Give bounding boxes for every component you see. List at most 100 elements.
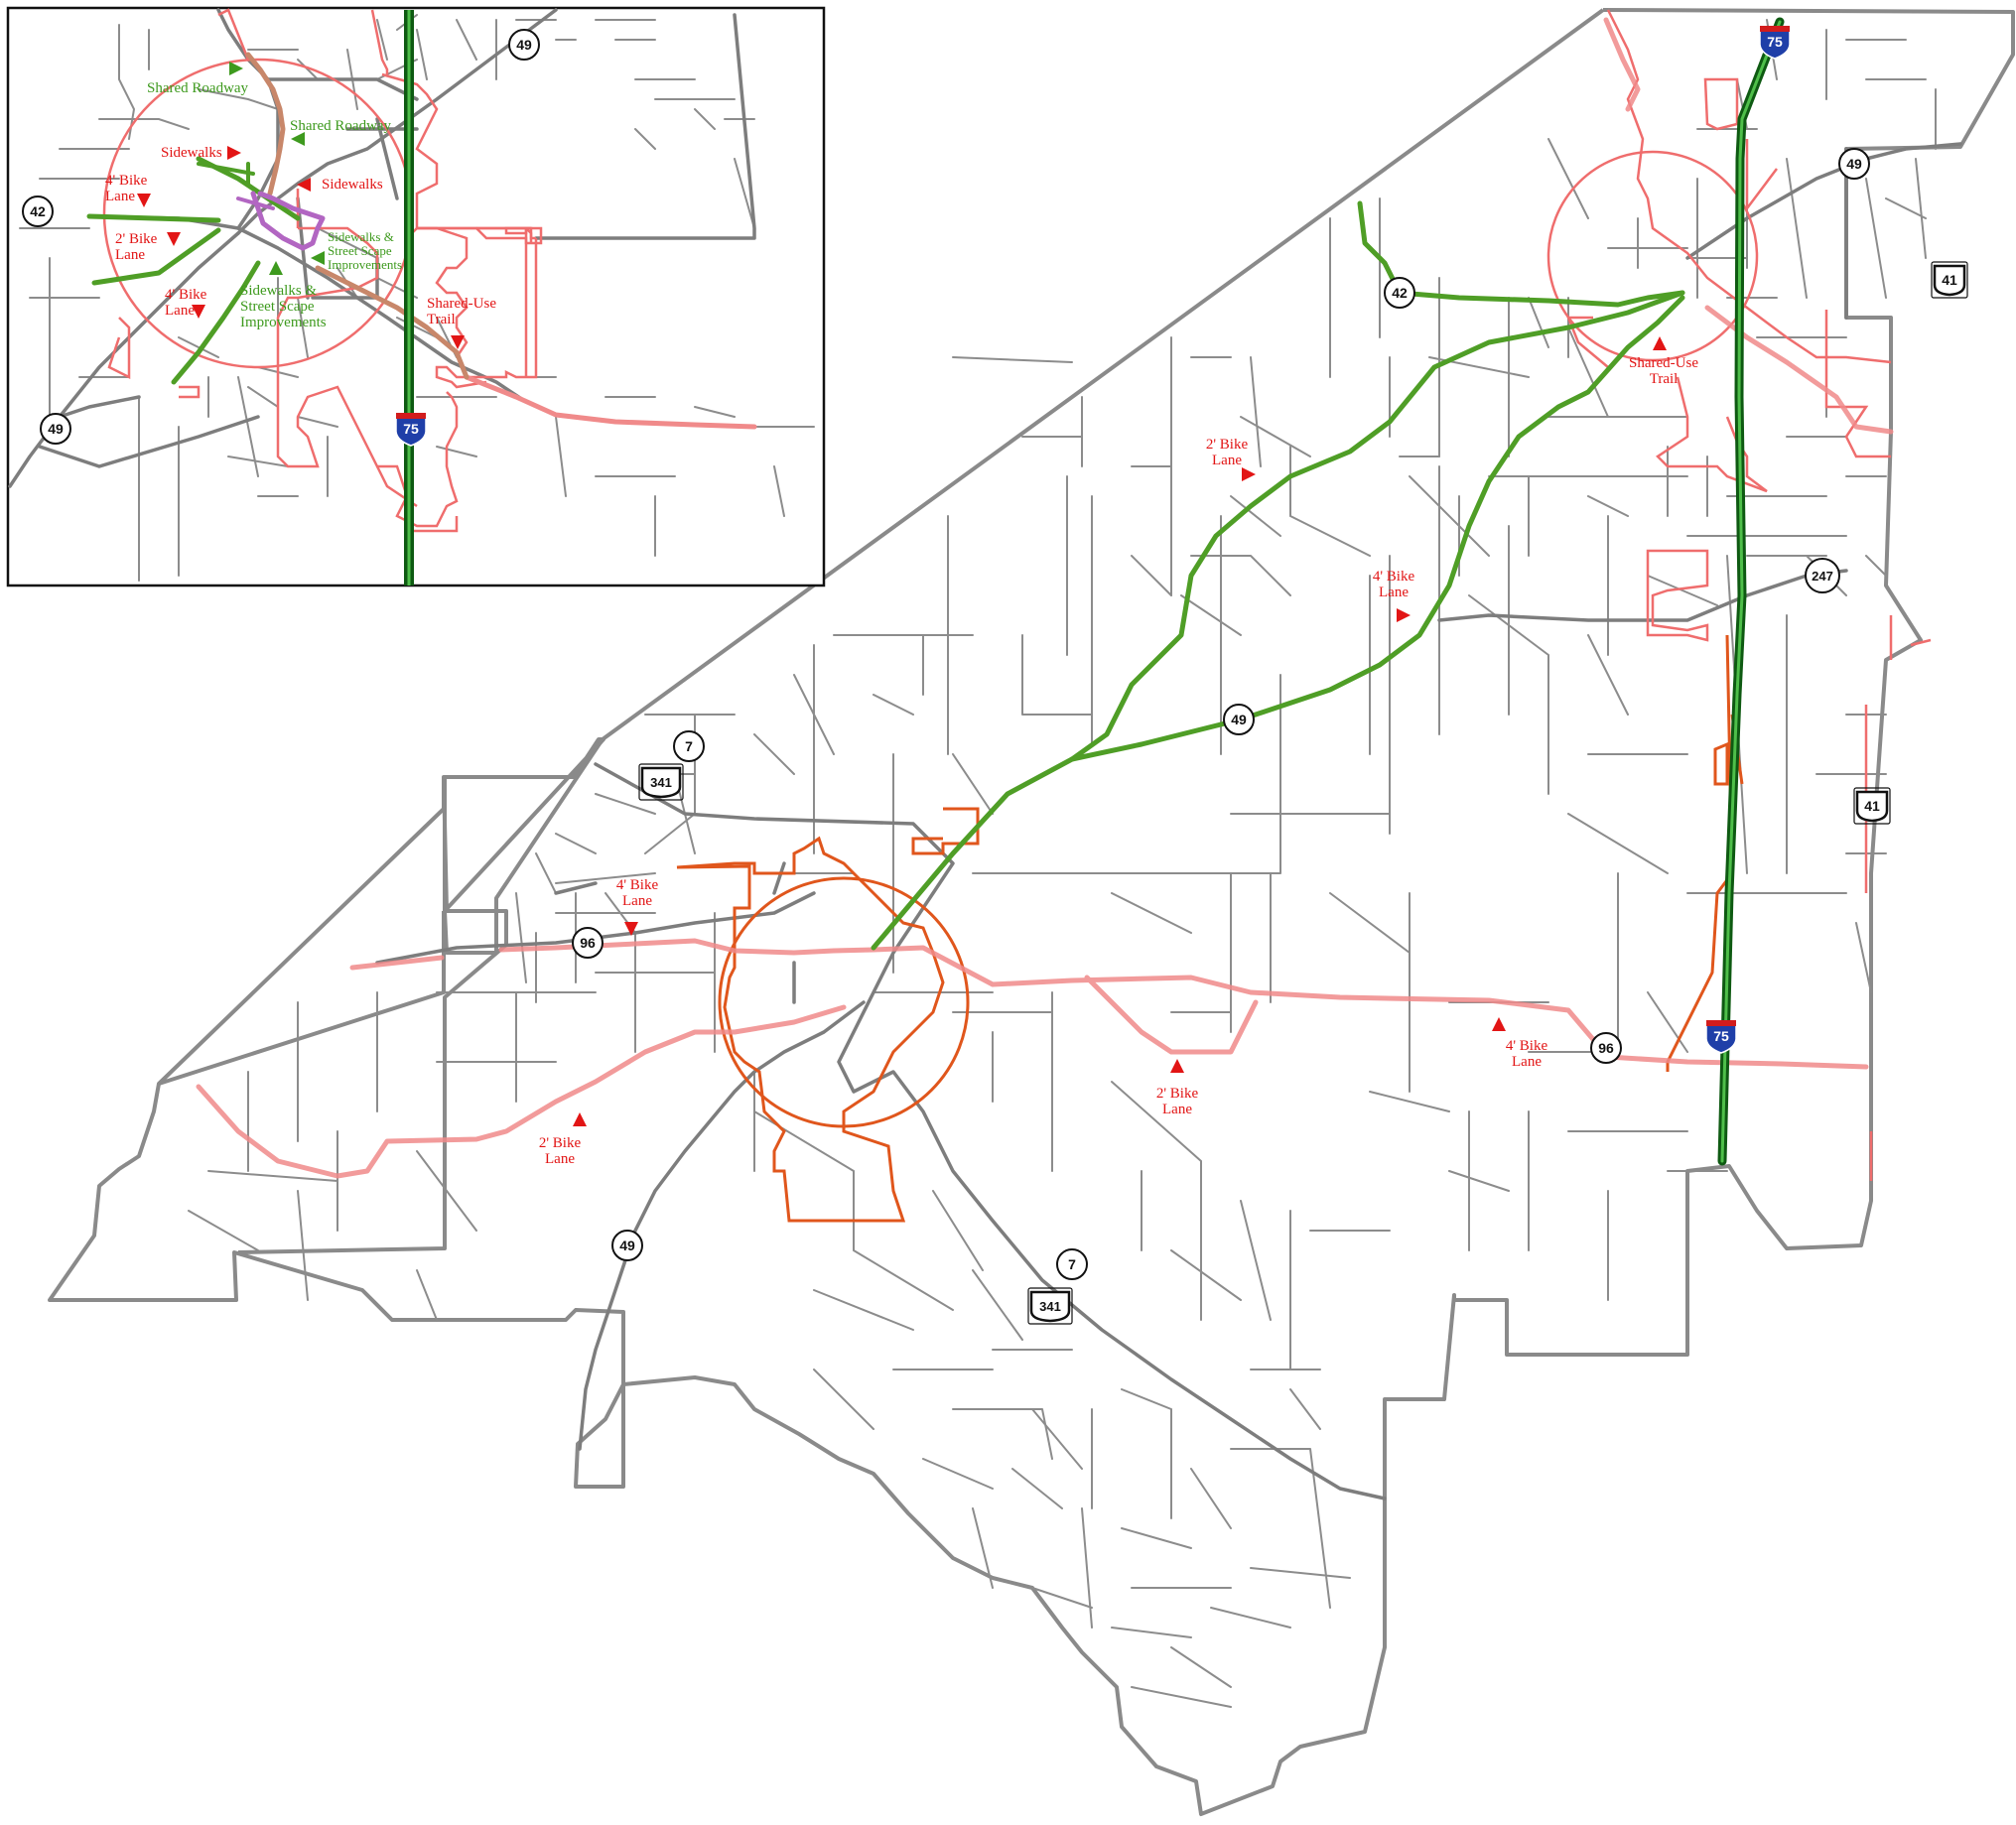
route-number: 75 [1767, 34, 1783, 50]
route-49-nw-branch [871, 290, 1685, 951]
interstate-shield-icon [1705, 1023, 1737, 1054]
map-label-text: Sidewalks [322, 177, 383, 193]
us-route-outline-icon [1853, 787, 1891, 825]
route-shield-state: 49 [611, 1230, 643, 1261]
route-shield-interstate: 75 [1705, 1020, 1737, 1054]
us-route-shield-icon [1933, 264, 1966, 297]
bike-lane-sr-96-west [349, 955, 445, 971]
us-route-shield-icon [1029, 1290, 1071, 1323]
pointer-arrow-icon [573, 1112, 587, 1126]
pointer-arrow-icon [229, 62, 243, 75]
route-shield-state: 7 [1056, 1248, 1088, 1280]
state-route-circle-icon [572, 927, 604, 959]
route-number: 7 [1068, 1256, 1076, 1272]
inset-route-shields: 49 42 49 75 [22, 29, 540, 447]
pointer-arrow-icon [291, 132, 305, 146]
road-sr-96-west [375, 891, 816, 965]
bike-lane-sw [196, 1004, 847, 1179]
road-sr-49-south [578, 1000, 866, 1451]
map-label: Sidewalks [297, 177, 383, 193]
route-shield-us: 341 [638, 763, 684, 801]
pointer-arrow-icon [1653, 336, 1667, 350]
interstate-shield-icon [395, 416, 427, 447]
road-us-341-sr-7 [594, 762, 1387, 1500]
route-shield-interstate: 75 [1759, 26, 1791, 60]
route-49-main-branch [1069, 295, 1685, 762]
interstate-shield-band-icon [396, 413, 426, 419]
interstate-shield-icon [1759, 29, 1791, 60]
route-shield-state: 42 [1384, 277, 1415, 309]
road-north-connector [554, 861, 796, 1004]
route-number: 41 [1864, 798, 1880, 814]
inset-shared-use-trail-east [464, 374, 757, 430]
road-sr-247 [1437, 569, 1848, 622]
interstate-shield-band-icon [1760, 26, 1790, 32]
inset-shared-roadway-north [245, 52, 286, 196]
pointer-arrow-icon [451, 335, 465, 349]
pointer-arrow-icon [137, 194, 151, 207]
route-shield-state: 42 [22, 196, 54, 227]
pointer-arrow-icon [1397, 608, 1411, 622]
route-number: 341 [650, 775, 672, 790]
bike-lane-sr-96-corridor [498, 938, 1869, 1070]
route-number: 49 [619, 1238, 635, 1253]
route-shield-interstate: 75 [395, 413, 427, 447]
route-number: 96 [580, 935, 596, 951]
route-shield-state: 49 [1223, 704, 1255, 735]
route-number: 247 [1812, 569, 1833, 584]
route-number: 341 [1039, 1299, 1061, 1314]
route-number: 49 [48, 421, 64, 437]
state-route-circle-icon [508, 29, 540, 61]
us-route-shield-icon [1855, 790, 1889, 823]
us-route-outline-icon [1027, 1287, 1073, 1325]
route-number: 42 [1392, 285, 1408, 301]
route-shield-state: 7 [673, 730, 705, 762]
city-limits-tab [911, 807, 980, 855]
state-route-circle-icon [1223, 704, 1255, 735]
city-circle-main [718, 876, 970, 1128]
inset-streetscape [250, 191, 326, 251]
route-number: 41 [1942, 272, 1957, 288]
interstate-shield-band-icon [1706, 1020, 1736, 1026]
route-number: 42 [30, 203, 46, 219]
state-route-circle-icon [1590, 1032, 1622, 1064]
pointer-arrow-icon [167, 232, 181, 246]
city-limits-ne-tab [1713, 741, 1729, 786]
state-route-circle-icon [1805, 558, 1840, 593]
route-shield-state: 96 [1590, 1032, 1622, 1064]
map-label-text: Sidewalks [161, 145, 222, 161]
route-number: 49 [516, 37, 532, 53]
route-number: 75 [403, 421, 419, 437]
bike-lane-ne-up [1603, 17, 1641, 112]
state-route-circle-icon [22, 196, 54, 227]
route-shield-state: 247 [1805, 558, 1840, 593]
inset-bike-green-sw [171, 260, 261, 385]
minor-roads [188, 19, 1937, 1708]
map-label-text: Shared Roadway [290, 118, 392, 134]
route-shield-state: 49 [508, 29, 540, 61]
route-number: 7 [685, 738, 693, 754]
state-route-circle-icon [1838, 148, 1870, 180]
